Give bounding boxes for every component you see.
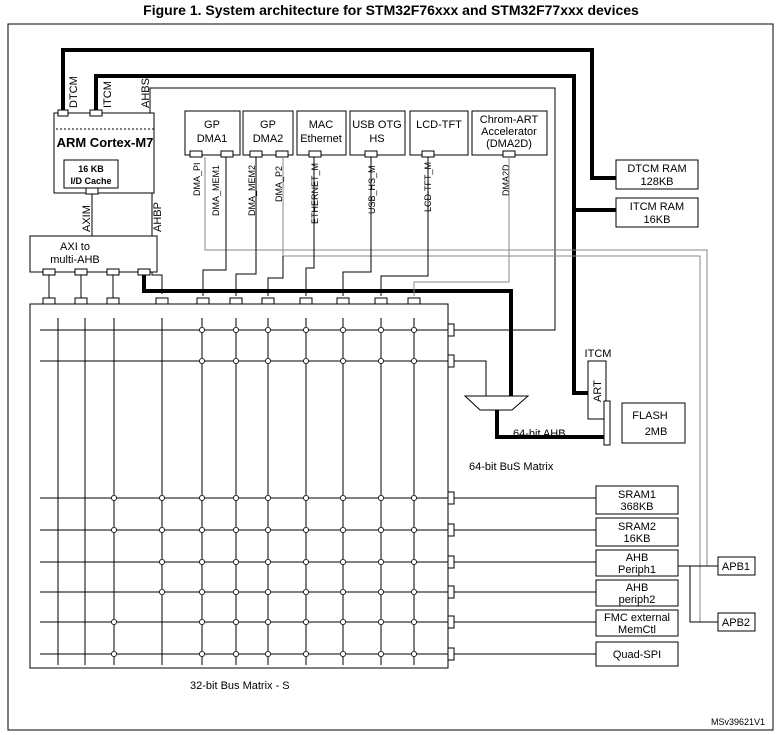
gp-dma2-line2: DMA2: [253, 133, 284, 145]
ahb-periph2-line2: periph2: [619, 594, 656, 606]
ahbp-line: [151, 193, 163, 294]
outer-frame: [7, 23, 774, 731]
art-label: ART: [592, 380, 604, 402]
axi-bridge-line1: AXI to: [60, 241, 90, 253]
itcm-ram-line1: ITCM RAM: [630, 201, 684, 213]
itcm-flash-label: ITCM: [585, 348, 612, 360]
itcm-ram-line2: 16KB: [644, 214, 671, 226]
art-box: [587, 360, 607, 420]
itcm-ram-box: [615, 197, 699, 228]
sram1-line2: 368KB: [620, 501, 653, 513]
dtcm-port: [57, 109, 69, 117]
dtcm-ram-line2: 128KB: [640, 176, 673, 188]
axim-port-label: AXIM: [81, 205, 93, 232]
matrix-verticals: [57, 318, 415, 665]
ahbs-line: [149, 87, 556, 331]
usb-otg-hs-line2: HS: [369, 133, 384, 145]
mac-ethernet-line2: Ethernet: [300, 133, 342, 145]
sram2-line1: SRAM2: [618, 521, 656, 533]
mac-ethernet-line1: MAC: [309, 119, 334, 131]
axi-port-3: [106, 268, 120, 276]
cache-type: I/D Cache: [70, 176, 111, 186]
ahb64-label: 64-bit AHB: [513, 428, 566, 440]
bus-matrix-64-label: 64-bit BuS Matrix: [469, 461, 554, 473]
cache-size: 16 KB: [78, 164, 104, 174]
apb1-label: APB1: [722, 561, 750, 573]
bus-label-dma-mem1: DMA_MEM1: [211, 165, 221, 216]
usb-otg-hs-line1: USB OTG: [352, 119, 402, 131]
sram1-box: [595, 485, 679, 515]
flash-line1: FLASH: [632, 410, 668, 422]
apb2-box: [717, 612, 756, 632]
chrom-art-line2: Accelerator: [481, 126, 537, 138]
flash-line2: 2MB: [645, 426, 668, 438]
ahb-periph1-line1: AHB: [626, 552, 649, 564]
lcd-tft-box: [409, 110, 469, 156]
apb2-label: APB2: [722, 617, 750, 629]
figure-title: Figure 1. System architecture for STM32F…: [143, 2, 639, 18]
itcm-port-label: ITCM: [102, 81, 114, 108]
figure-reference: MSv39621V1: [711, 717, 765, 727]
mac-ethernet-box: [296, 110, 347, 156]
axi-port-2: [74, 268, 88, 276]
quad-spi-label: Quad-SPI: [613, 649, 661, 661]
bus-matrix-32-label: 32-bit Bus Matrix - S: [190, 680, 290, 692]
sram1-line1: SRAM1: [618, 489, 656, 501]
bus-label-usb-hs-m: USB_HS_M: [367, 165, 377, 214]
chrom-art-line3: (DMA2D): [486, 138, 532, 150]
quad-spi-box: [595, 641, 679, 667]
gp-dma1-line1: GP: [204, 119, 220, 131]
fmc-box: [595, 609, 679, 637]
chrom-art-line1: Chrom-ART: [480, 114, 539, 126]
flash-connector: [603, 400, 611, 446]
bus-label-dma-pi: DMA_PI: [192, 162, 202, 196]
apb1-box: [717, 556, 756, 576]
dtcm-ram-box: [615, 159, 699, 190]
axi-bridge-box: [29, 235, 158, 273]
dtcm-ram-line1: DTCM RAM: [627, 163, 686, 175]
dtcm-bus-line: [61, 48, 616, 180]
itcm-port: [89, 109, 103, 117]
sram2-line2: 16KB: [624, 533, 651, 545]
dtcm-port-label: DTCM: [68, 76, 80, 108]
ahbs-port-label: AHBS: [140, 78, 152, 108]
flash-box: [621, 402, 686, 444]
usb-otg-hs-box: [349, 110, 406, 156]
bus-label-dma2d: DMA2D: [501, 164, 511, 196]
gp-dma1-line2: DMA1: [197, 133, 228, 145]
ahb64-mux: [463, 395, 530, 411]
axi-port-4: [137, 268, 151, 276]
bus-label-dma-p2: DMA_P2: [274, 166, 284, 202]
bus-matrix-32-box: [29, 303, 449, 669]
ahb64-flash-line: [495, 410, 607, 439]
itcm-flash-line: [572, 210, 590, 395]
chrom-art-box: [471, 110, 548, 156]
itcm-bus-line: [94, 74, 616, 212]
ahb-periph1-box: [595, 549, 679, 577]
ahbp-port-label: AHBP: [152, 202, 164, 232]
gp-dma2-box: [242, 110, 294, 156]
bus-label-ethernet-m: ETHERNET_M: [310, 163, 320, 224]
axim-port: [85, 187, 99, 195]
gp-dma1-box: [184, 110, 241, 156]
lcd-tft-line1: LCD-TFT: [416, 119, 462, 131]
bus-label-dma-mem2: DMA_MEM2: [247, 165, 257, 216]
gp-dma2-line1: GP: [260, 119, 276, 131]
ahb-periph2-box: [595, 579, 679, 607]
sram2-box: [595, 517, 679, 547]
matrix-dots: [111, 326, 417, 658]
fmc-line2: MemCtl: [618, 624, 656, 636]
ahb-periph2-line1: AHB: [626, 582, 649, 594]
axi-port-1: [42, 268, 56, 276]
ahbs-dotted-region: [53, 112, 155, 130]
ahb-periph1-line2: Periph1: [618, 564, 656, 576]
cache-box: [63, 159, 119, 189]
fmc-line1: FMC external: [604, 612, 670, 624]
cpu-name: ARM Cortex-M7: [57, 135, 154, 150]
ahb64-bus-line: [142, 272, 513, 396]
axi-bridge-line2: multi-AHB: [50, 254, 100, 266]
